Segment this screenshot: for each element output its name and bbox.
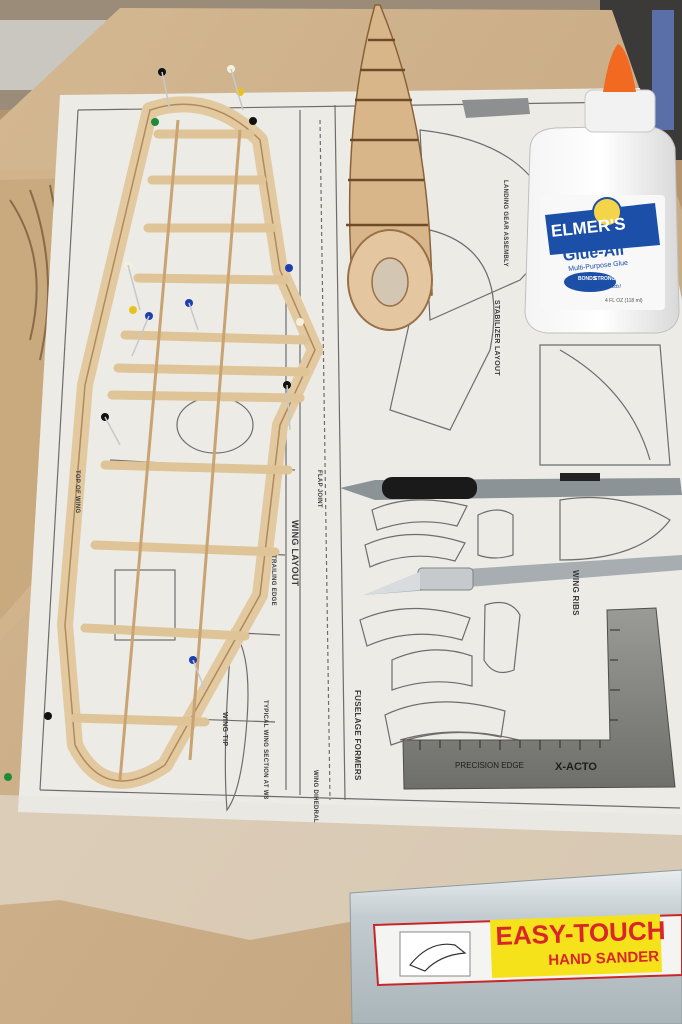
pencil-grip — [382, 477, 477, 499]
razor-blade — [462, 98, 530, 118]
bonds-strong-badge — [564, 272, 616, 292]
balsa-fuselage-frame — [346, 4, 433, 331]
elmers-bull-icon — [592, 197, 622, 227]
mechanical-pencil — [340, 473, 682, 500]
knife-collet — [417, 567, 474, 591]
marker-pen — [652, 10, 674, 130]
steel-square — [402, 607, 676, 790]
sander-yellow-label — [490, 914, 662, 978]
wax-paper-edge — [0, 795, 682, 940]
map-pins — [4, 65, 304, 781]
elmers-banner — [545, 203, 660, 255]
glue-orange-tip — [603, 44, 636, 92]
balsa-wing-frame — [57, 96, 323, 789]
glue-cap-base — [584, 89, 656, 133]
hand-sander — [349, 869, 682, 1024]
x-acto-knife — [364, 555, 682, 595]
glue-bottle — [524, 44, 680, 334]
